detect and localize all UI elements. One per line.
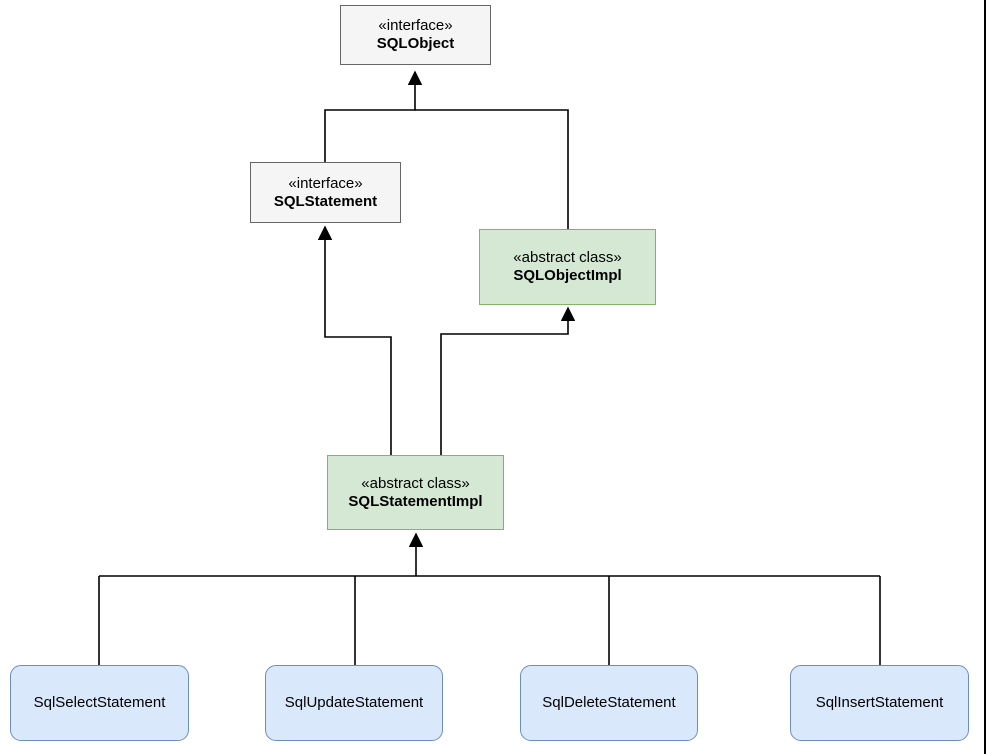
node-sqlobjectimpl-name: SQLObjectImpl xyxy=(513,267,622,284)
node-sqlobject-name: SQLObject xyxy=(376,35,455,52)
node-sqlstatementimpl-name: SQLStatementImpl xyxy=(348,492,483,510)
node-sqldeletestatement-name: SqlDeleteStatement xyxy=(542,694,676,711)
node-sqldeletestatement[interactable]: SqlDeleteStatement xyxy=(520,665,698,741)
node-sqlselectstatement[interactable]: SqlSelectStatement xyxy=(10,665,189,741)
node-sqlupdatestatement-name: SqlUpdateStatement xyxy=(284,694,424,711)
edge-sqlstatementimpl-to-sqlobjectimpl xyxy=(440,306,576,455)
node-sqlobject-stereotype: «interface» xyxy=(378,17,453,34)
node-sqlstatement[interactable]: «interface» SQLStatement xyxy=(250,162,401,223)
node-sqlstatement-stereotype: «interface» xyxy=(288,174,363,192)
node-sqlstatementimpl[interactable]: «abstract class» SQLStatementImpl xyxy=(327,455,504,530)
node-sqlinsertstatement[interactable]: SqlInsertStatement xyxy=(790,665,969,741)
node-sqlselectstatement-name: SqlSelectStatement xyxy=(33,694,166,711)
edge-sqlstatement-to-sqlobject xyxy=(324,70,423,162)
canvas-right-border xyxy=(984,0,986,754)
node-sqlobject[interactable]: «interface» SQLObject xyxy=(340,5,491,65)
node-sqlobjectimpl-stereotype: «abstract class» xyxy=(513,249,622,266)
edge-sqlobjectimpl-to-sqlobject xyxy=(415,109,569,229)
node-sqlupdatestatement[interactable]: SqlUpdateStatement xyxy=(265,665,443,741)
node-sqlstatementimpl-stereotype: «abstract class» xyxy=(361,474,470,492)
node-sqlobjectimpl[interactable]: «abstract class» SQLObjectImpl xyxy=(479,229,656,305)
edge-sqlstatementimpl-to-sqlstatement xyxy=(317,225,392,455)
node-sqlstatement-name: SQLStatement xyxy=(273,192,378,210)
node-sqlinsertstatement-name: SqlInsertStatement xyxy=(815,694,944,711)
